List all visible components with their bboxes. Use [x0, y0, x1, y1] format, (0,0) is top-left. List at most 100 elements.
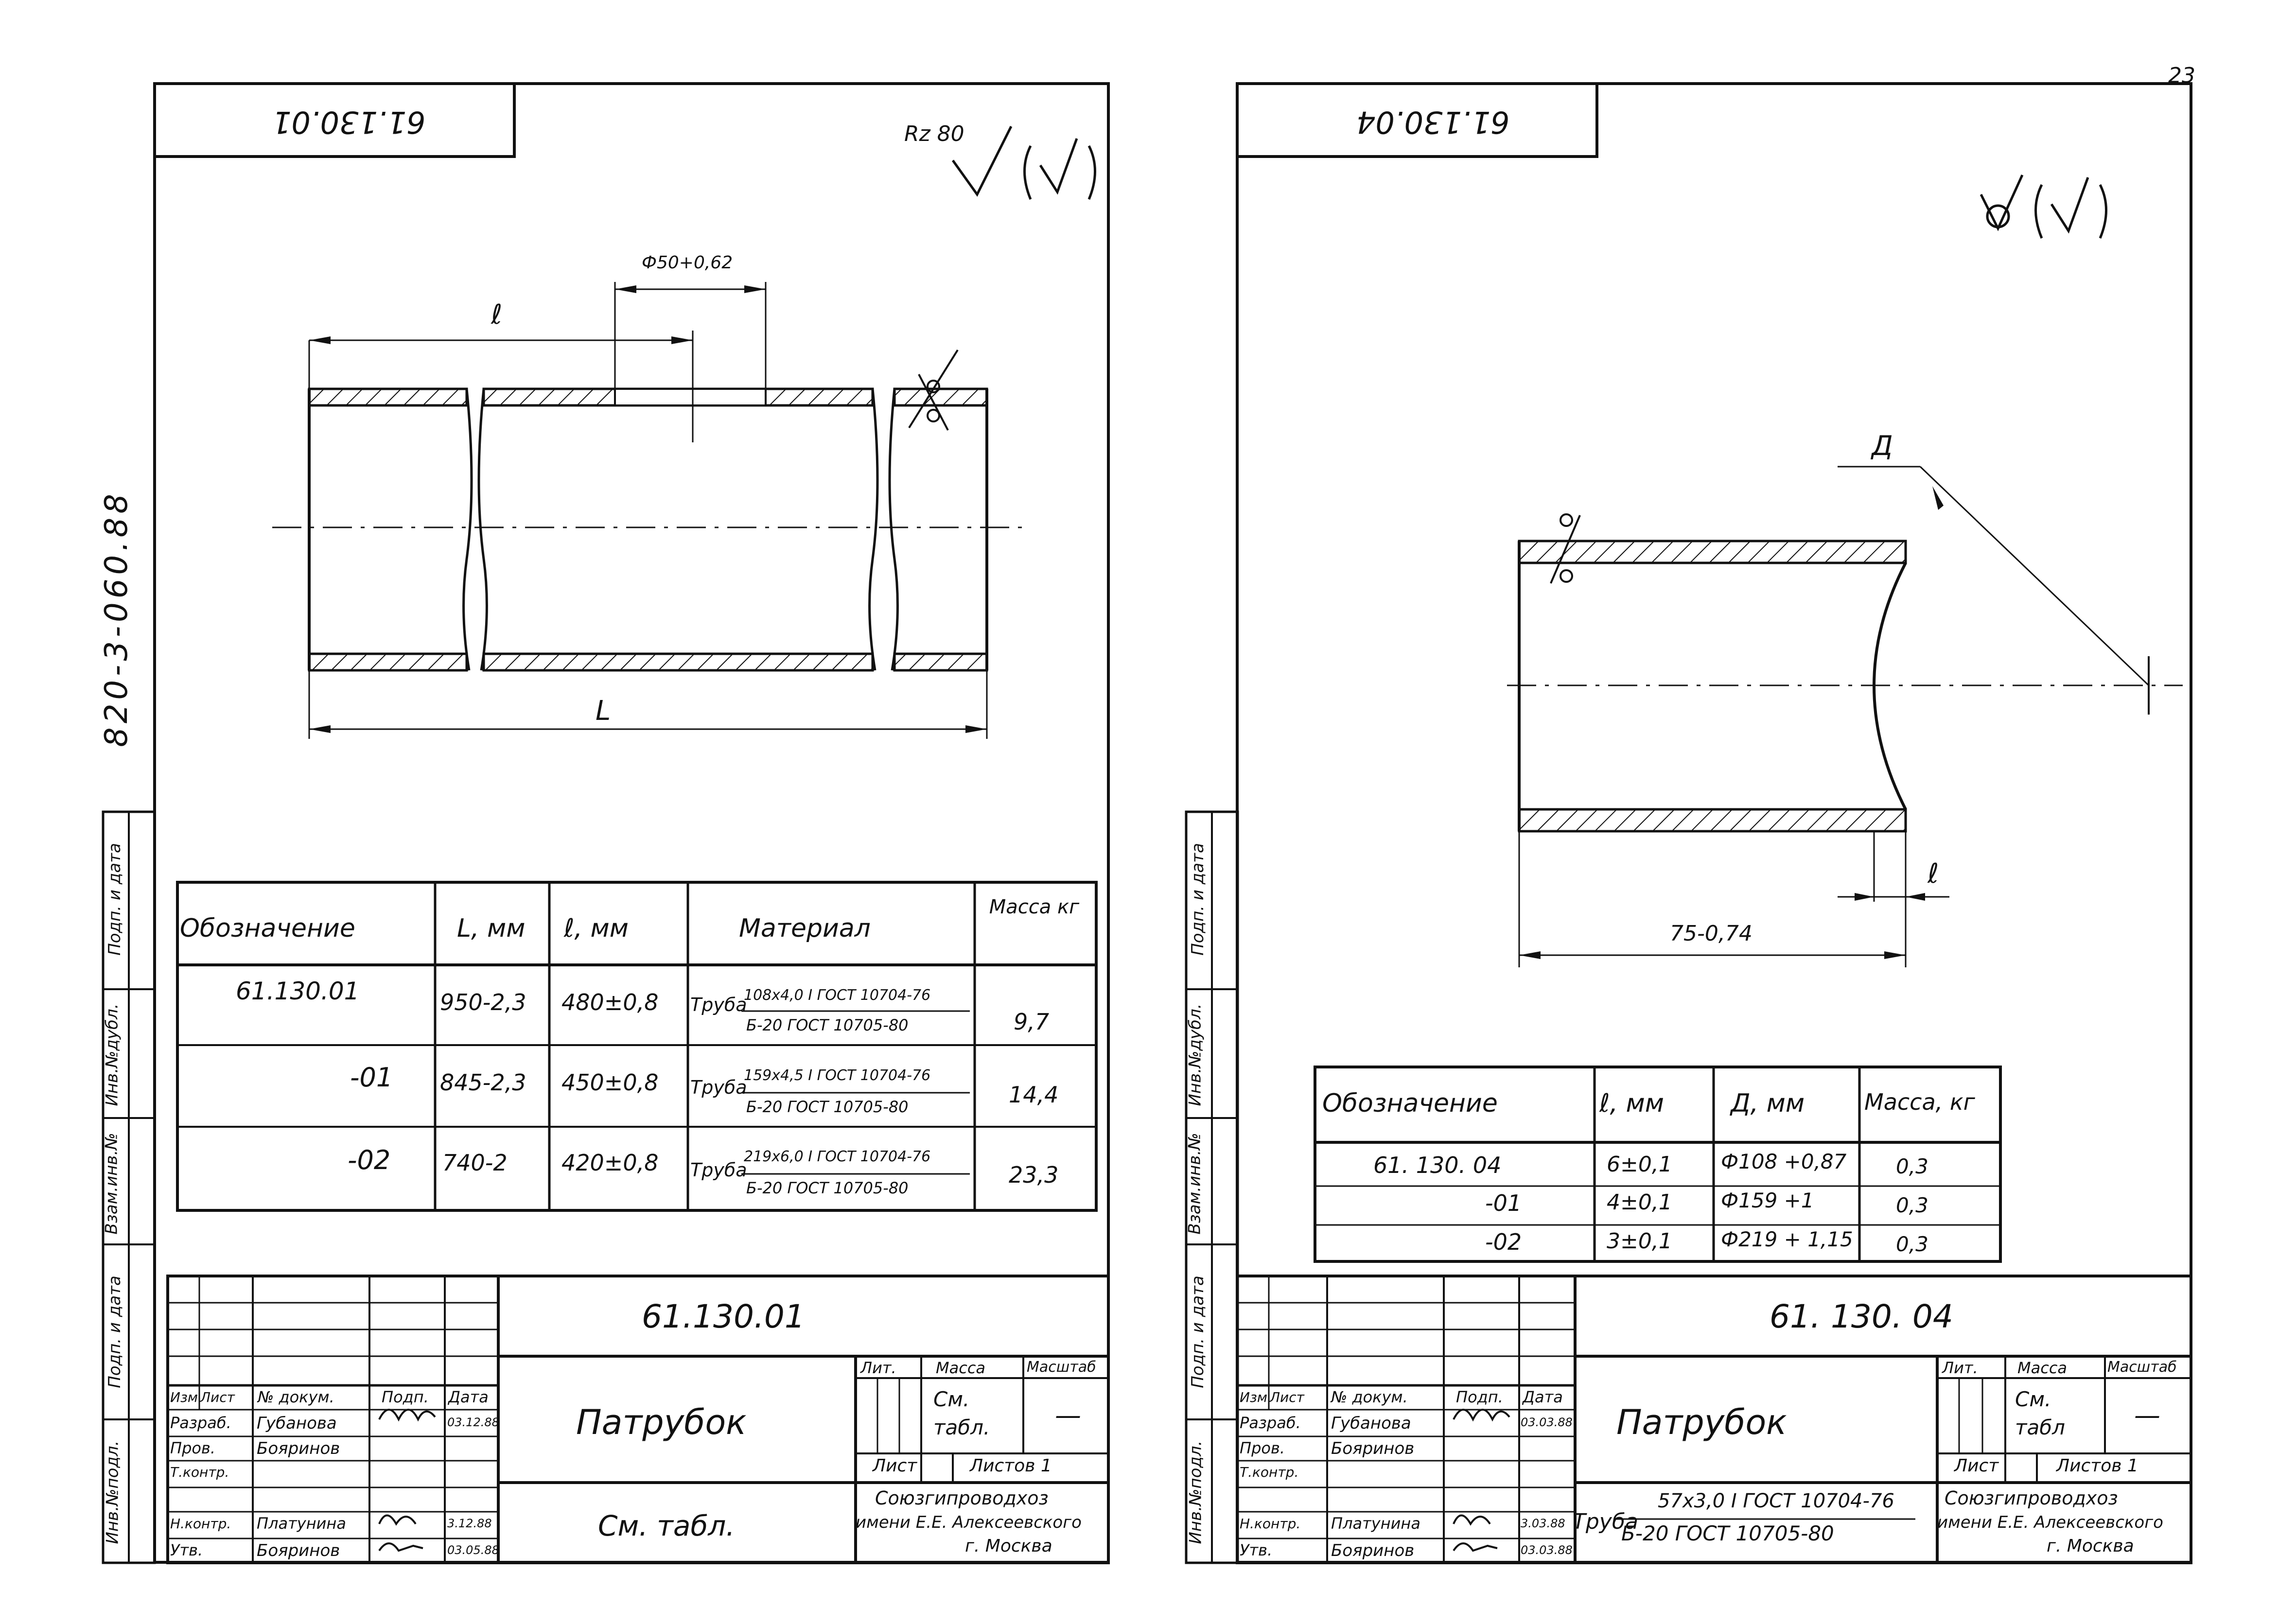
sheet1-tb-mass-value: См. табл.	[933, 1387, 990, 1439]
sheet1-row3-designation: -02	[348, 1145, 391, 1175]
sheet2-spec-table-lines	[1314, 1066, 2002, 1263]
sheet2-dim-75: 75-0,74	[1670, 921, 1753, 946]
sheet2-tab-code: 61.130.04	[1356, 105, 1510, 140]
side-label-5: Инв.№подл.	[1186, 1440, 1206, 1544]
sheet2-tb-sheets-label: Листов 1	[2056, 1456, 2138, 1476]
sheet2-tb-h-sign: Подп.	[1456, 1388, 1503, 1406]
side-label-4: Подп. и дата	[1188, 1276, 1208, 1388]
side-label-2: Инв.№дубл.	[102, 1003, 122, 1106]
sheet1-tb-name-5: Бояринов	[257, 1541, 340, 1560]
sheet2-row3-l: 3±0,1	[1607, 1229, 1672, 1254]
sheet2-tb-name-1: Губанова	[1331, 1414, 1411, 1433]
side-label-3: Взам.инв.№	[1185, 1133, 1205, 1235]
side-label-3: Взам.инв.№	[102, 1133, 122, 1235]
sheet2-row1-D: Ф108 +0,87	[1721, 1150, 1847, 1173]
sheet2-tb-sheet-label: Лист	[1954, 1456, 1999, 1476]
sheet1-row1-mat-bottom: Б-20 ГОСТ 10705-80	[746, 1016, 909, 1034]
sheet2-dim-l: ℓ	[1928, 858, 1939, 890]
sheet1-tb-org-2: имени Е.Е. Алексеевского	[856, 1513, 1082, 1532]
sheet2-row2-l: 4±0,1	[1607, 1190, 1672, 1215]
sheet1-row2-L: 845-2,3	[440, 1069, 526, 1096]
side-label-1: Подп. и дата	[1188, 843, 1208, 956]
sheet2-tb-h-list: Лист	[1270, 1389, 1304, 1405]
page-number: 23	[2168, 63, 2195, 88]
sheet2-row2-D: Ф159 +1	[1721, 1189, 1814, 1212]
sheet1-th-l: ℓ, мм	[564, 914, 629, 943]
sheet1-row1-l: 480±0,8	[561, 989, 659, 1015]
sheet1-row3-pipe: Труба	[690, 1159, 747, 1181]
sheet1-row2-mat-bottom: Б-20 ГОСТ 10705-80	[746, 1098, 909, 1116]
sheet1-tb-h-date: Дата	[448, 1388, 489, 1406]
sheet2-tb-h-date: Дата	[1523, 1388, 1563, 1406]
sheet2-tb-org-1: Союзгипроводхоз	[1945, 1487, 2118, 1509]
sheet1-tb-role-3: Т.контр.	[170, 1464, 229, 1480]
sheet1-tb-scale-value: —	[1055, 1400, 1081, 1431]
sheet2-tb-h-doc: № докум.	[1331, 1388, 1408, 1406]
signatures	[378, 1409, 1510, 1552]
side-label-2: Инв.№дубл.	[1185, 1003, 1205, 1106]
sheet1-tb-name: Патрубок	[576, 1402, 747, 1442]
sheet1-row2-mass: 14,4	[1009, 1082, 1059, 1108]
side-label-4: Подп. и дата	[105, 1276, 124, 1388]
sheet1-tb-scale-label: Масштаб	[1027, 1359, 1096, 1376]
sheet2-tb-h-izm: Изм	[1240, 1389, 1267, 1405]
sheet1-tb-h-doc: № докум.	[258, 1388, 334, 1406]
sheet2-th-mass: Масса, кг	[1864, 1089, 1975, 1115]
sheet1-tb-role-4: Н.контр.	[170, 1516, 231, 1532]
sheet2-tb-role-2: Пров.	[1240, 1439, 1285, 1457]
sheet2-row3-D: Ф219 + 1,15	[1721, 1227, 1853, 1251]
sheet1-row2-l: 450±0,8	[561, 1069, 659, 1096]
sheet1-tb-h-list: Лист	[200, 1389, 235, 1405]
sheet2-tb-name-2: Бояринов	[1331, 1439, 1415, 1458]
sheet2-tb-date-5: 03.03.88	[1521, 1543, 1573, 1557]
sheet2-th-l: ℓ, мм	[1599, 1089, 1664, 1118]
sheet1-row1-L: 950-2,3	[440, 989, 526, 1015]
sheet1-tb-code: 61.130.01	[642, 1298, 805, 1335]
sheet2-tb-role-5: Утв.	[1240, 1541, 1273, 1559]
sheet1-spec-table-lines	[176, 881, 1098, 1212]
sheet2-tb-scale-value: —	[2134, 1400, 2160, 1431]
sheet2-tb-role-4: Н.контр.	[1240, 1516, 1301, 1532]
sheet2-row1-mass: 0,3	[1896, 1154, 1928, 1178]
sheet2-row1-l: 6±0,1	[1607, 1152, 1672, 1177]
sheet2-tb-mass-value: См. табл	[2015, 1387, 2065, 1439]
sheet2-th-designation: Обозначение	[1322, 1089, 1498, 1118]
sheet2-tb-name-4: Платунина	[1331, 1514, 1420, 1533]
sheet1-th-designation: Обозначение	[180, 914, 355, 943]
sheet2-tb-name: Патрубок	[1616, 1402, 1787, 1442]
sheet1-th-L: L, мм	[457, 914, 526, 943]
sheet1-row2-mat-top: 159х4,5 I ГОСТ 10704-76	[744, 1067, 931, 1084]
sheet2-roughness-symbol	[1980, 174, 2107, 239]
sheet1-roughness-label: Rz 80	[904, 122, 964, 146]
sheet1-tb-org-3: г. Москва	[965, 1536, 1052, 1556]
sheet1-pipe-drawing	[272, 282, 1026, 739]
sheet1-row3-mass: 23,3	[1009, 1162, 1059, 1188]
sheet2-pipe-drawing	[1507, 466, 2183, 967]
sheet2-dim-D: Д	[1872, 430, 1893, 462]
sheet1-frame	[102, 82, 1110, 1564]
sheet1-tb-date-5: 03.05.88	[447, 1543, 499, 1557]
sheet1-th-material: Материал	[739, 914, 871, 943]
sheet1-tb-name-4: Платунина	[257, 1514, 346, 1533]
sheet1-tab-code: 61.130.01	[272, 105, 426, 140]
sheet1-row1-pipe: Труба	[690, 994, 747, 1015]
sheet2-tb-date-4: 3.03.88	[1521, 1517, 1565, 1530]
sheet2-tb-role-1: Разраб.	[1240, 1414, 1301, 1432]
sheet1-dim-diameter: Ф50+0,62	[642, 253, 733, 273]
sheet1-tb-name-2: Бояринов	[257, 1439, 340, 1458]
sheet1-row1-designation: 61.130.01	[236, 977, 360, 1005]
sheet1-tb-mass-label: Масса	[936, 1359, 986, 1377]
sheet2-tb-mat-bottom: Б-20 ГОСТ 10705-80	[1621, 1521, 1834, 1545]
sheet1-tb-h-izm: Изм	[170, 1389, 198, 1405]
sheet1-tb-role-2: Пров.	[170, 1439, 215, 1457]
sheet2-row2-mass: 0,3	[1896, 1193, 1928, 1217]
sheet2-title-block-lines	[1236, 1275, 2192, 1564]
sheet1-row3-l: 420±0,8	[561, 1150, 659, 1176]
sheet1-tb-org-1: Союзгипроводхоз	[875, 1487, 1049, 1509]
side-label-1: Подп. и дата	[105, 843, 124, 956]
sheet2-tb-lit-label: Лит.	[1942, 1359, 1978, 1377]
sheet1-tb-material: См. табл.	[598, 1509, 735, 1542]
sheet2-tb-name-5: Бояринов	[1331, 1541, 1415, 1560]
sheet2-tb-date-1: 03.03.88	[1521, 1416, 1573, 1429]
